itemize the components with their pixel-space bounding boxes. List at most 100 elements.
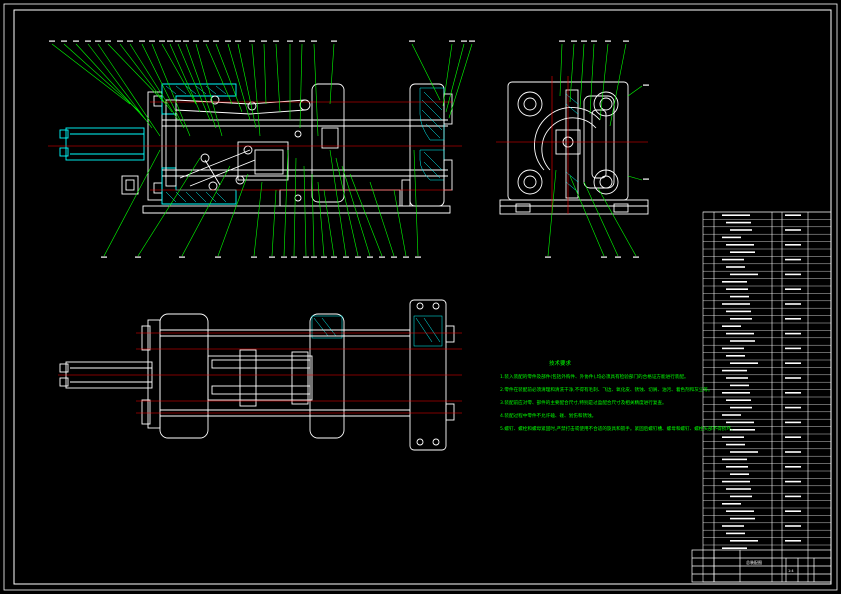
parts-list-cell-text (785, 273, 801, 276)
callout-balloon (311, 40, 317, 42)
leader-line (627, 175, 643, 181)
leader-line (329, 149, 347, 257)
parts-list-cell-text (726, 421, 754, 424)
callout-balloon (215, 256, 221, 258)
parts-list-cell-text (730, 406, 752, 409)
parts-list-cell-text (722, 325, 741, 327)
leader-line (195, 43, 223, 137)
leader-line (161, 43, 197, 105)
leader-line (63, 43, 141, 113)
callout-balloon (135, 256, 141, 258)
leader-line (215, 43, 243, 113)
note-line: 1.装入装配的零件及部件(包括外购件、外协件),均必须具有检验部门的合格证方能进… (500, 375, 689, 380)
parts-list-cell-text (730, 251, 755, 253)
parts-list-cell-text (722, 547, 747, 549)
leader-line (87, 43, 153, 129)
leader-line (599, 43, 609, 121)
leader-line (317, 181, 325, 257)
callout-balloon (139, 40, 145, 42)
leader-line (589, 43, 595, 115)
parts-list-cell-text (722, 458, 747, 461)
parts-list-cell-text (722, 236, 741, 239)
leader-line (579, 43, 585, 109)
leader-line (75, 43, 147, 121)
notes-title: 技术要求 (548, 361, 571, 367)
callout-balloon (291, 256, 297, 258)
callout-balloon (461, 40, 467, 42)
parts-list-cell-text (785, 392, 801, 394)
parts-list-cell-text (785, 303, 801, 305)
leader-line (445, 43, 465, 113)
callout-balloon (175, 40, 181, 42)
parts-list-cell-text (730, 451, 758, 453)
callout-balloon (379, 256, 385, 258)
parts-list-cell-text (722, 303, 750, 305)
leader-line (349, 173, 383, 257)
parts-list-cell-text (785, 244, 801, 246)
front-view-centerlines (48, 101, 462, 191)
callout-balloon (159, 40, 165, 42)
parts-list-cell-text (785, 214, 801, 216)
part-callouts (49, 40, 649, 258)
leader-line (169, 43, 201, 113)
parts-list-cell-text (722, 480, 750, 483)
parts-list-cell-text (785, 525, 801, 527)
callout-balloon (409, 40, 415, 42)
callout-balloon (367, 256, 373, 258)
parts-list-cell-text (730, 229, 752, 231)
side-view-centerlines (496, 76, 648, 214)
leader-line (442, 43, 453, 107)
callout-balloon (273, 40, 279, 42)
parts-list-cell-text (726, 532, 745, 535)
leader-line (448, 43, 473, 119)
title-block (691, 549, 832, 583)
leader-line (103, 149, 161, 257)
note-line: 2.零件在装配前必须清理和清洗干净,不得有毛刺、飞边、氧化皮、锈蚀、切屑、油污、… (500, 388, 713, 393)
front-view (59, 83, 453, 214)
callout-balloon (469, 40, 475, 42)
parts-list-cell-text (730, 295, 749, 298)
leader-line (137, 157, 201, 257)
sheet-frame (3, 3, 838, 591)
callout-balloon (127, 40, 133, 42)
callout-balloon (149, 40, 155, 42)
parts-list-cell-text (785, 466, 801, 468)
parts-list-cell-text (785, 362, 801, 364)
callout-balloon (331, 256, 337, 258)
parts-list-cell-text (730, 273, 758, 276)
parts-list-cell-text (726, 332, 754, 335)
callout-balloon (581, 40, 587, 42)
scale-cell: 1:4 (788, 569, 794, 573)
leader-line (293, 157, 297, 257)
parts-list-cell-text (726, 510, 754, 512)
callout-balloon (449, 40, 455, 42)
leader-line (413, 149, 419, 257)
callout-balloon (167, 40, 173, 42)
leader-line (185, 43, 217, 129)
parts-list-cell-text (722, 258, 744, 261)
callout-balloon (179, 256, 185, 258)
leader-line (51, 43, 131, 105)
callout-balloon (299, 40, 305, 42)
parts-list-cell-text (785, 288, 801, 290)
parts-list-cell-text (730, 429, 755, 431)
callout-balloon (101, 256, 107, 258)
leader-line (303, 165, 307, 257)
parts-list-cell-text (722, 392, 750, 394)
parts-list-cell-text (785, 510, 801, 512)
drawing-name: 总装配图 (746, 559, 762, 565)
parts-list-cell-text (730, 517, 755, 520)
leader-line (341, 165, 371, 257)
parts-list-cell-text (785, 258, 801, 261)
callout-balloon (415, 256, 421, 258)
callout-balloon (643, 84, 649, 86)
parts-list-cell-text (730, 540, 758, 542)
parts-list-cell-text (726, 244, 754, 246)
callout-balloon (183, 40, 189, 42)
parts-list-cell-text (726, 399, 751, 401)
callout-balloon (559, 40, 565, 42)
leader-line (217, 173, 249, 257)
callout-balloon (303, 256, 309, 258)
parts-list-cell-text (722, 347, 744, 350)
leader-line (129, 43, 179, 121)
